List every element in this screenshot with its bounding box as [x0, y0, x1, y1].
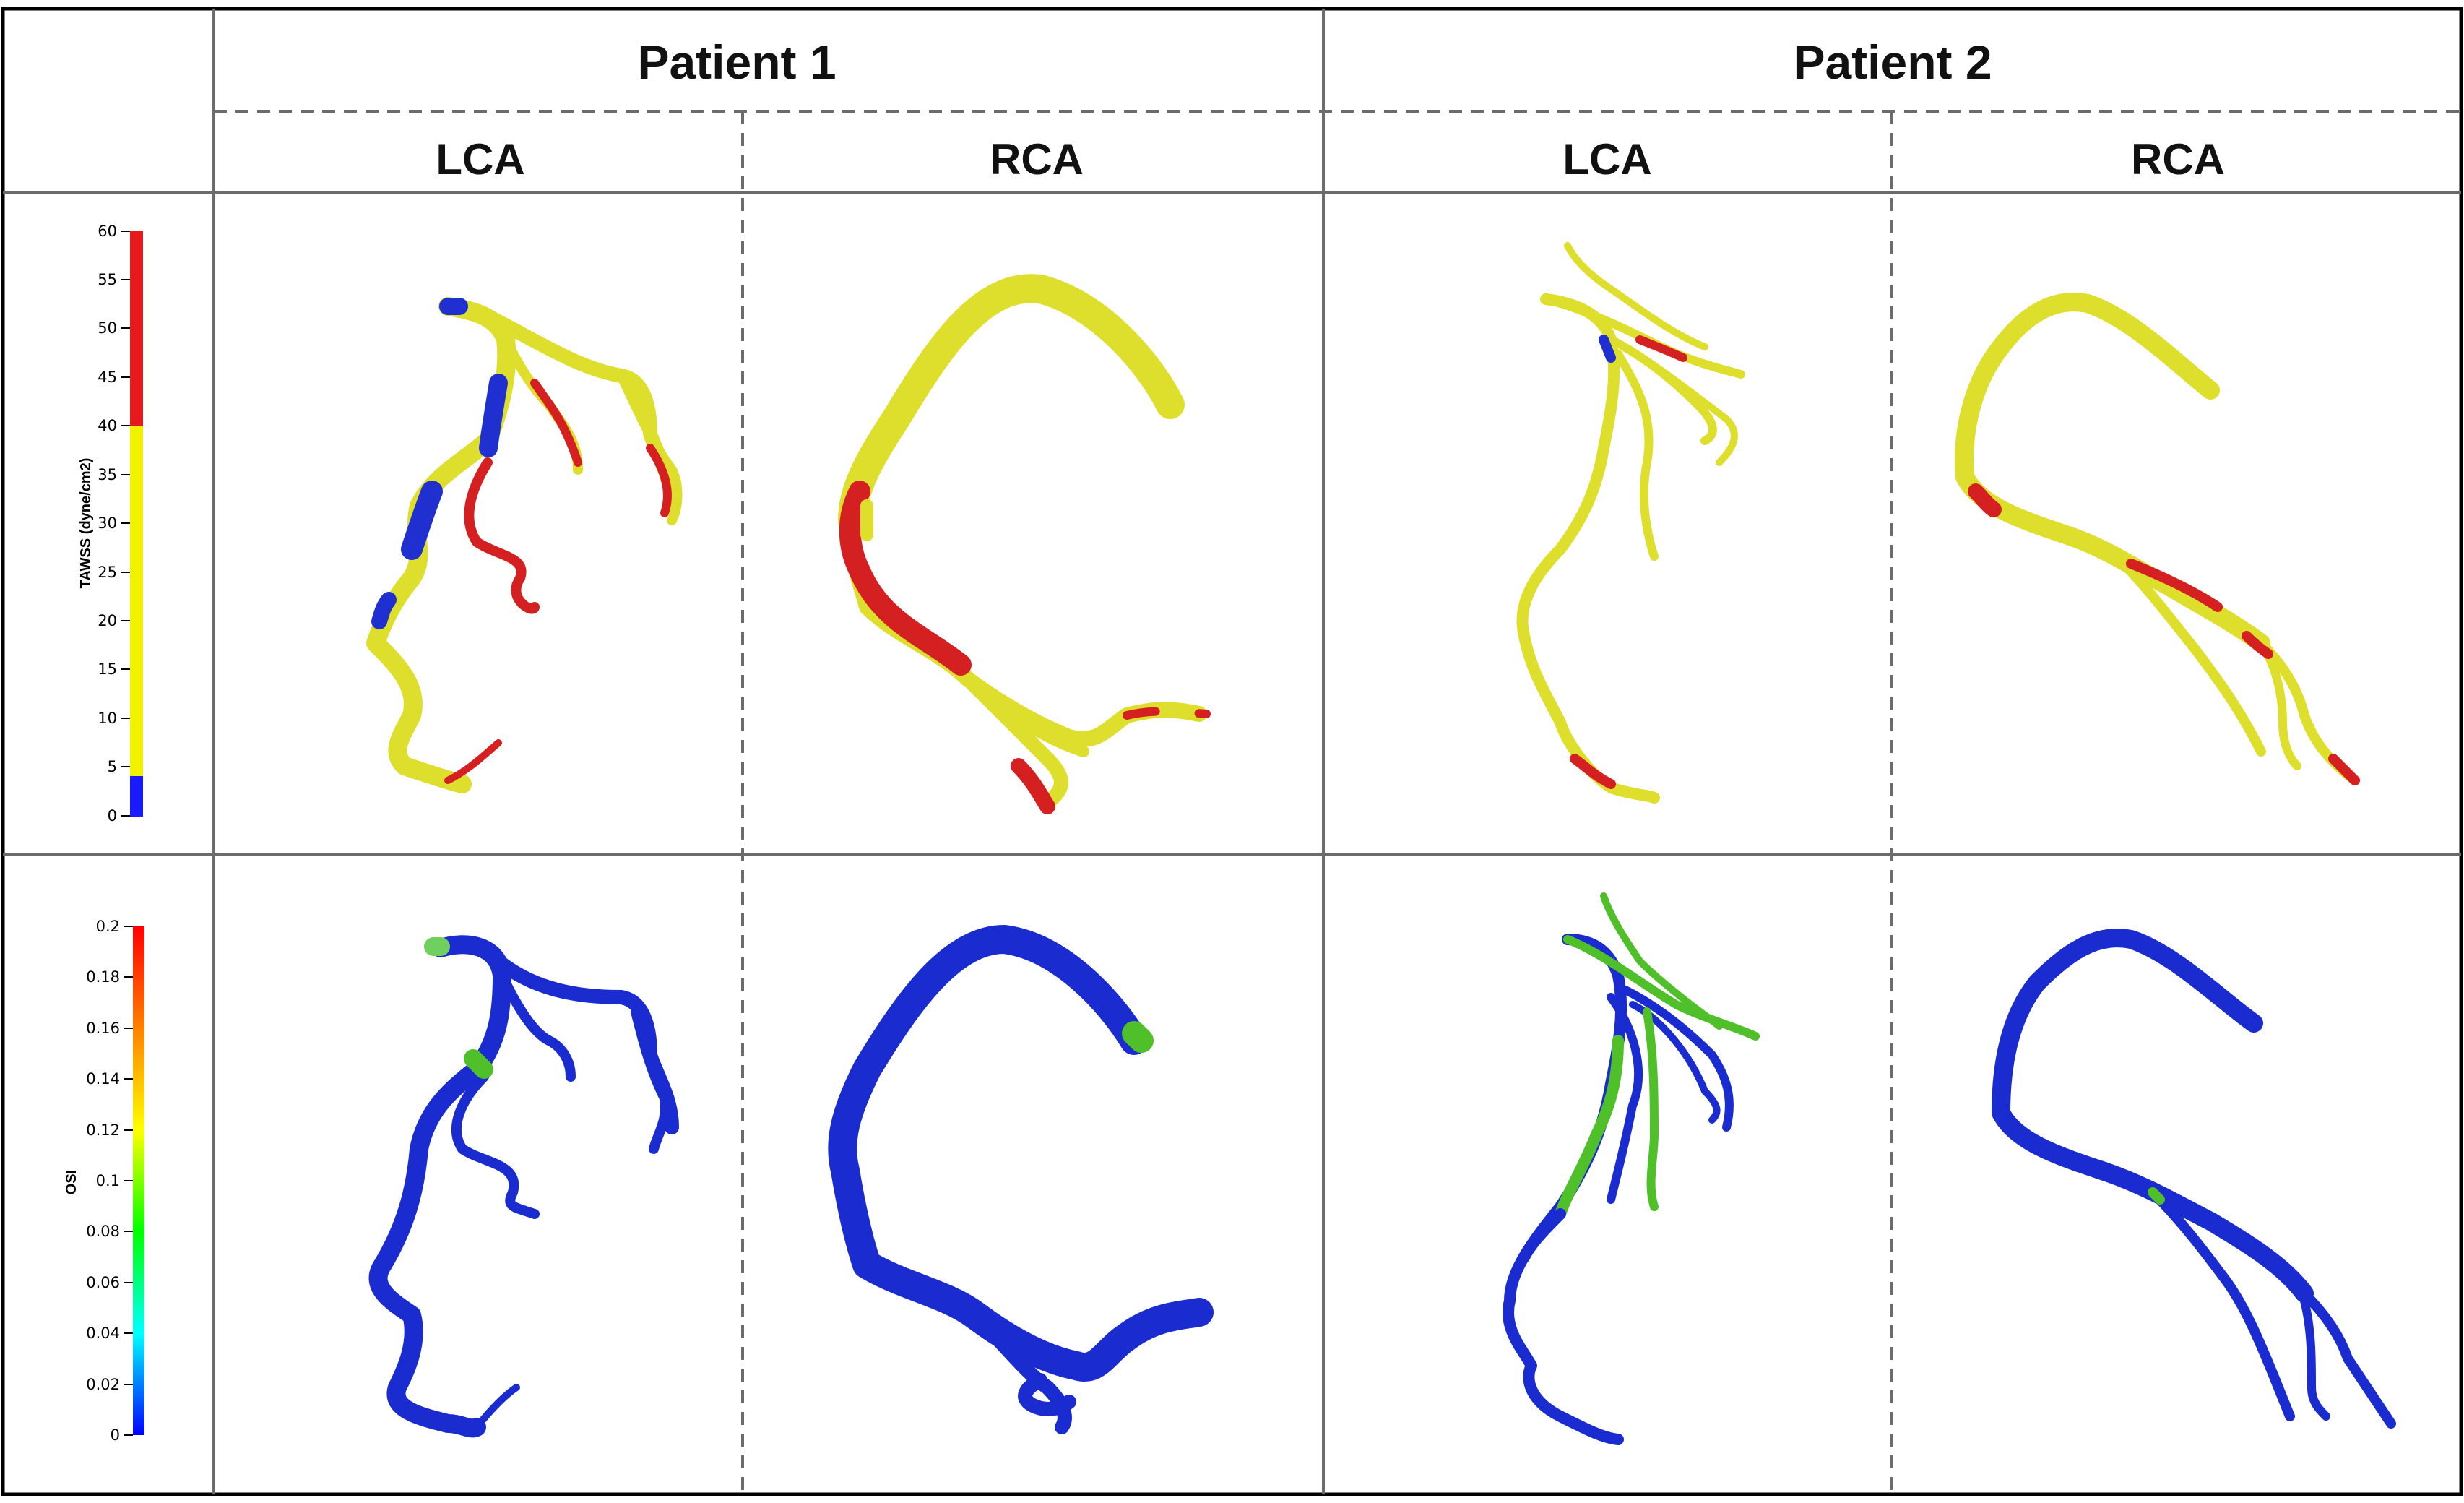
tawss-tick-label: 30 — [98, 514, 117, 532]
p1-lca-header: LCA — [436, 135, 525, 184]
tawss-p2-rca-vessel — [1955, 293, 2360, 785]
osi-tick-label: 0 — [110, 1426, 120, 1444]
tawss-tick-label: 35 — [98, 466, 117, 483]
osi-tick-label: 0.16 — [86, 1020, 120, 1037]
tawss-tick-label: 5 — [107, 758, 117, 775]
tawss-tick-label: 50 — [98, 319, 117, 337]
tawss-tick-label: 0 — [107, 807, 117, 824]
tawss-p1-rca-vessel — [838, 274, 1211, 814]
osi-tick-label: 0.06 — [86, 1274, 120, 1291]
tawss-tick-label: 45 — [98, 369, 117, 386]
table-frame — [1, 7, 2463, 1496]
osi-tick-label: 0.18 — [86, 968, 120, 986]
tawss-tick-label: 15 — [98, 660, 117, 678]
tawss-p1-lca-vessel — [366, 297, 683, 793]
tawss-colorbar — [121, 231, 143, 817]
p2-rca-header: RCA — [2131, 135, 2225, 184]
tawss-tick-label: 55 — [98, 271, 117, 288]
osi-tick-label: 0.08 — [86, 1223, 120, 1240]
osi-tick-label: 0.04 — [86, 1325, 120, 1342]
tawss-tick-label: 60 — [98, 223, 117, 240]
tawss-tick-label: 20 — [98, 612, 117, 629]
tawss-tick-label: 40 — [98, 417, 117, 434]
osi-tick-label: 0.02 — [86, 1376, 120, 1393]
osi-tick-label: 0.14 — [86, 1070, 120, 1088]
osi-p2-lca-vessel — [1503, 892, 1760, 1445]
osi-colorbar — [124, 926, 144, 1436]
osi-p1-rca-vessel — [828, 925, 1214, 1434]
patient-1-header: Patient 1 — [637, 35, 837, 89]
tawss-tick-label: 10 — [98, 710, 117, 727]
p2-lca-header: LCA — [1562, 135, 1652, 184]
patient-2-header: Patient 2 — [1793, 35, 1992, 89]
tawss-tick-label: 25 — [98, 564, 117, 581]
osi-tick-label: 0.1 — [95, 1172, 120, 1189]
tawss-p2-lca-vessel — [1516, 242, 1745, 804]
p1-rca-header: RCA — [990, 135, 1084, 184]
osi-p2-rca-vessel — [1992, 929, 2396, 1429]
osi-tick-label: 0.12 — [86, 1121, 120, 1139]
osi-tick-label: 0.2 — [95, 918, 120, 935]
osi-p1-lca-vessel — [368, 935, 679, 1438]
